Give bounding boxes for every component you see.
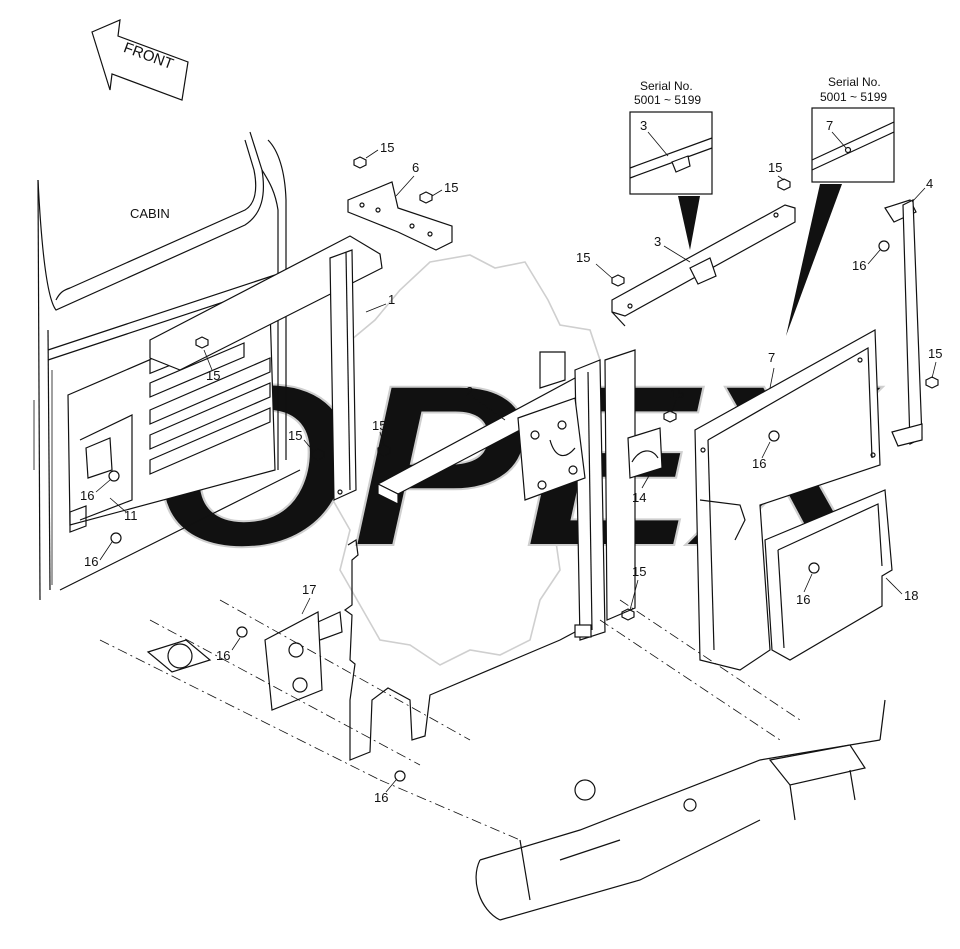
front-direction-arrow: FRONT	[91, 19, 189, 101]
callout-15: 15	[288, 428, 302, 443]
bolt-icon	[663, 410, 677, 423]
callout-15: 15	[576, 250, 590, 265]
callout-16: 16	[216, 648, 230, 663]
callout-4: 4	[926, 176, 933, 191]
callouts: 1 2 3 4 6 7 11 14 17 18 15 15 15 15 15 1…	[80, 140, 942, 805]
serial-inset-part-3: Serial No. 5001 ~ 5199 3	[629, 79, 713, 250]
part-4-post	[884, 199, 923, 447]
callout-6: 6	[412, 160, 419, 175]
part-6-plate	[347, 181, 453, 251]
nut-icon	[808, 562, 820, 574]
callout-16: 16	[852, 258, 866, 273]
part-3-rail	[611, 204, 796, 327]
serial-range: 5001 ~ 5199	[820, 90, 887, 104]
part-2-frame	[376, 349, 636, 641]
callout-18: 18	[904, 588, 918, 603]
part-18-panel	[764, 489, 893, 661]
bolt-icon	[353, 156, 367, 169]
inset-part-label: 3	[640, 118, 647, 133]
part-14-clamp	[517, 397, 663, 501]
callout-15: 15	[372, 418, 386, 433]
callout-15: 15	[670, 386, 684, 401]
callout-7: 7	[768, 350, 775, 365]
bolt-icon	[621, 608, 635, 621]
serial-title: Serial No.	[828, 75, 881, 89]
callout-11: 11	[124, 508, 138, 523]
callout-16: 16	[84, 554, 98, 569]
part-7-panel	[694, 329, 881, 671]
bolt-icon	[311, 448, 325, 461]
callout-15: 15	[380, 140, 394, 155]
callout-15: 15	[444, 180, 458, 195]
base-frame	[99, 499, 886, 921]
bolt-icon	[195, 336, 209, 349]
nut-icon	[108, 470, 120, 482]
callout-15: 15	[632, 564, 646, 579]
callout-16: 16	[752, 456, 766, 471]
nut-icon	[236, 626, 248, 638]
nut-icon	[878, 240, 890, 252]
nut-icon	[394, 770, 406, 782]
serial-title: Serial No.	[640, 79, 693, 93]
callout-2: 2	[466, 384, 473, 399]
part-1-bracket	[149, 235, 383, 501]
serial-range: 5001 ~ 5199	[634, 93, 701, 107]
callout-15: 15	[928, 346, 942, 361]
callout-15: 15	[206, 368, 220, 383]
callout-17: 17	[302, 582, 316, 597]
callout-16: 16	[80, 488, 94, 503]
callout-1: 1	[388, 292, 395, 307]
callout-16: 16	[796, 592, 810, 607]
bolt-icon	[925, 376, 939, 389]
cabin-label: CABIN	[130, 206, 170, 221]
bolt-icon	[777, 178, 791, 191]
callout-16: 16	[374, 790, 388, 805]
bolt-icon	[611, 274, 625, 287]
bolt-icon	[419, 191, 433, 204]
firewall-plate	[343, 538, 576, 761]
fasteners	[108, 156, 939, 782]
nut-icon	[768, 430, 780, 442]
callout-14: 14	[632, 490, 646, 505]
serial-inset-part-7: Serial No. 5001 ~ 5199 7	[786, 75, 895, 336]
nut-icon	[110, 532, 122, 544]
inset-part-label: 7	[826, 118, 833, 133]
cabin-outline: CABIN	[33, 131, 301, 601]
callout-3: 3	[654, 234, 661, 249]
part-17-plate	[264, 611, 343, 711]
callout-15: 15	[768, 160, 782, 175]
